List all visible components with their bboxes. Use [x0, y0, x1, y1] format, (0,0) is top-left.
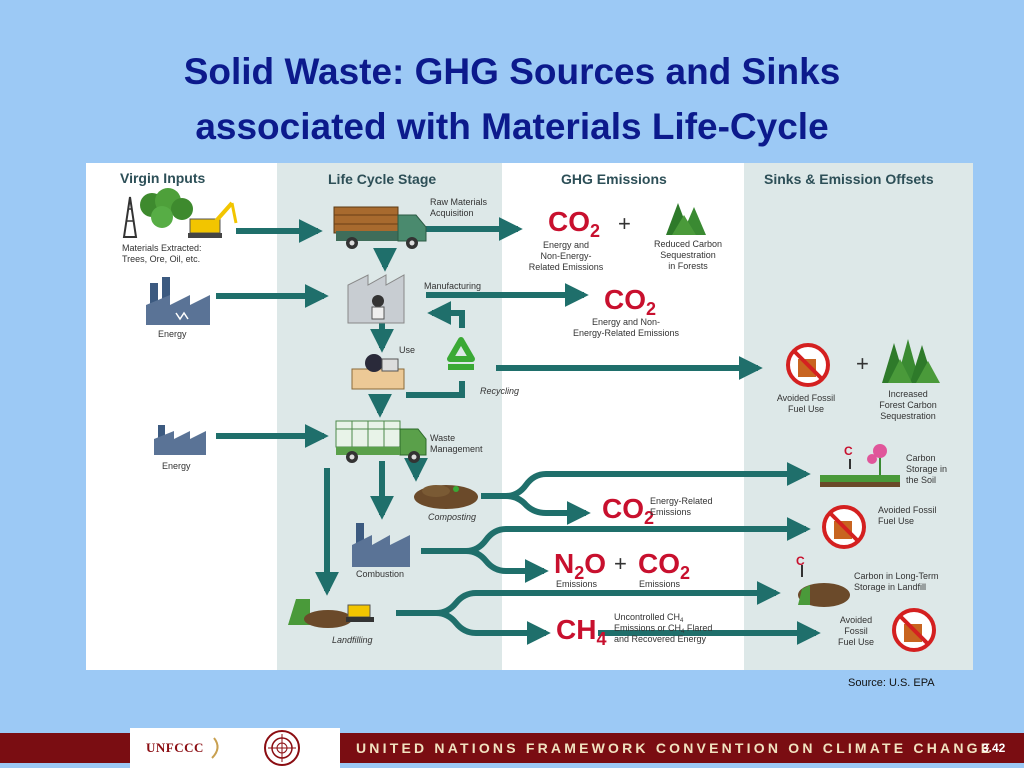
lifecycle-diagram-svg: Virgin Inputs Life Cycle Stage GHG Emiss… — [86, 163, 973, 670]
landfill-storage-line2: Storage in Landfill — [854, 582, 926, 592]
avoided-fossil-1-line1: Avoided Fossil — [777, 393, 835, 403]
reduced-carbon-line1: Reduced Carbon — [654, 239, 722, 249]
emission1-line1: Energy and — [543, 240, 589, 250]
lifecycle-diagram: Virgin Inputs Life Cycle Stage GHG Emiss… — [86, 163, 973, 670]
landfill-carbon-c: C — [796, 554, 805, 568]
increased-line2: Forest Carbon — [879, 400, 937, 410]
landfill-icon — [288, 599, 374, 628]
materials-label-line2: Trees, Ore, Oil, etc. — [122, 254, 200, 264]
emission5-line2: Emissions or CH4 Flared — [614, 623, 712, 635]
compost-pile-icon — [414, 485, 478, 509]
use-label: Use — [399, 345, 415, 355]
arrow-combustion-to-n2o — [465, 548, 549, 583]
co2-formula: CO2 — [548, 206, 600, 241]
factory-icon — [146, 277, 210, 325]
avoided-fossil-3-line1: Avoided — [840, 615, 872, 625]
flow-arrows — [216, 217, 821, 645]
header-life-cycle-stage: Life Cycle Stage — [328, 171, 436, 187]
avoided-fossil-2-line2: Fuel Use — [878, 516, 914, 526]
manufacturing-icon — [347, 274, 405, 324]
energy-label-1: Energy — [158, 329, 187, 339]
co2-formula: CO2 — [604, 284, 656, 319]
oil-rig-icon — [122, 196, 138, 238]
no-fossil-fuel-icon — [892, 608, 936, 652]
combustion-label: Combustion — [356, 569, 404, 579]
co2-emissions-label: Emissions — [639, 579, 681, 589]
sinks-column — [744, 163, 973, 670]
materials-label-line1: Materials Extracted: — [122, 243, 202, 253]
n2o-formula: N2O — [554, 548, 606, 583]
soil-storage-line2: Storage in — [906, 464, 947, 474]
tree-icon — [140, 188, 193, 228]
emission5-line1: Uncontrolled CH4 — [614, 612, 684, 624]
avoided-fossil-2-line1: Avoided Fossil — [878, 505, 936, 515]
landfilling-label: Landfilling — [332, 635, 373, 645]
energy-label-2: Energy — [162, 461, 191, 471]
composting-label: Composting — [428, 512, 476, 522]
plus-sign: + — [618, 211, 631, 236]
forest-icon — [666, 203, 706, 235]
use-icon — [351, 354, 405, 390]
slide-title: Solid Waste: GHG Sources and Sinks assoc… — [0, 44, 1024, 154]
waste-label-line1: Waste — [430, 433, 455, 443]
arrow-recycling-to-manufacturing — [427, 301, 465, 328]
unfccc-logo: UNFCCC — [146, 740, 204, 755]
logo-swoosh-icon — [211, 737, 219, 759]
emission2-line1: Energy and Non- — [592, 317, 660, 327]
garbage-truck-icon — [335, 420, 427, 463]
reduced-carbon-line3: in Forests — [668, 261, 708, 271]
increased-line1: Increased — [888, 389, 928, 399]
excavator-icon — [188, 201, 238, 238]
landfill-storage-line1: Carbon in Long-Term — [854, 571, 939, 581]
emission1-line3: Related Emissions — [529, 262, 604, 272]
raw-materials-label-line2: Acquisition — [430, 208, 474, 218]
header-sinks-offsets: Sinks & Emission Offsets — [764, 171, 934, 187]
footer-logo-area — [130, 728, 340, 768]
arrow-landfill-to-ch4 — [435, 610, 551, 645]
slide-title-line2: associated with Materials Life-Cycle — [195, 106, 829, 147]
manufacturing-label: Manufacturing — [424, 281, 481, 291]
combustion-icon — [352, 523, 410, 567]
avoided-fossil-1-line2: Fuel Use — [788, 404, 824, 414]
increased-line3: Sequestration — [880, 411, 936, 421]
soil-storage-line3: the Soil — [906, 475, 936, 485]
avoided-fossil-3-line3: Fuel Use — [838, 637, 874, 647]
soil-flower-icon — [820, 444, 900, 487]
emission1-line2: Non-Energy- — [540, 251, 591, 261]
plus-sign: + — [856, 351, 869, 376]
ch4-formula: CH4 — [556, 614, 606, 649]
emission5-line3: and Recovered Energy — [614, 634, 707, 644]
waste-label-line2: Management — [430, 444, 483, 454]
avoided-fossil-3-line2: Fossil — [844, 626, 868, 636]
footer: UNFCCC UNITED NATIONS FRAMEWORK CONVENTI… — [0, 728, 1024, 768]
arrow-use-to-recycling — [406, 381, 465, 398]
co2-formula: CO2 — [602, 493, 654, 528]
landfill-storage-icon — [798, 565, 850, 607]
no-fossil-fuel-icon — [822, 505, 866, 549]
slide-title-line1: Solid Waste: GHG Sources and Sinks — [183, 51, 841, 92]
source-citation: Source: U.S. EPA — [848, 677, 935, 689]
co2-formula: CO2 — [638, 548, 690, 583]
reduced-carbon-line2: Sequestration — [660, 250, 716, 260]
page-number: 3.42 — [982, 741, 1006, 755]
header-ghg-emissions: GHG Emissions — [561, 171, 667, 187]
recycling-label: Recycling — [480, 386, 519, 396]
emission3-line1: Energy-Related — [650, 496, 713, 506]
arrow-composting-to-co2 — [505, 493, 591, 525]
emission2-line2: Energy-Related Emissions — [573, 328, 680, 338]
forest-icon — [882, 339, 940, 383]
header-virgin-inputs: Virgin Inputs — [120, 170, 206, 186]
un-emblem-icon — [264, 730, 300, 766]
n2o-emissions-label: Emissions — [556, 579, 598, 589]
soil-storage-line1: Carbon — [906, 453, 936, 463]
no-fossil-fuel-icon — [786, 343, 830, 387]
emission3-line2: Emissions — [650, 507, 692, 517]
convention-banner: UNITED NATIONS FRAMEWORK CONVENTION ON C… — [356, 740, 994, 756]
factory-icon — [154, 425, 206, 455]
recycling-icon — [447, 337, 475, 370]
logging-truck-icon — [333, 206, 427, 249]
raw-materials-label-line1: Raw Materials — [430, 197, 488, 207]
plus-sign: + — [614, 551, 627, 576]
soil-carbon-c: C — [844, 444, 853, 458]
